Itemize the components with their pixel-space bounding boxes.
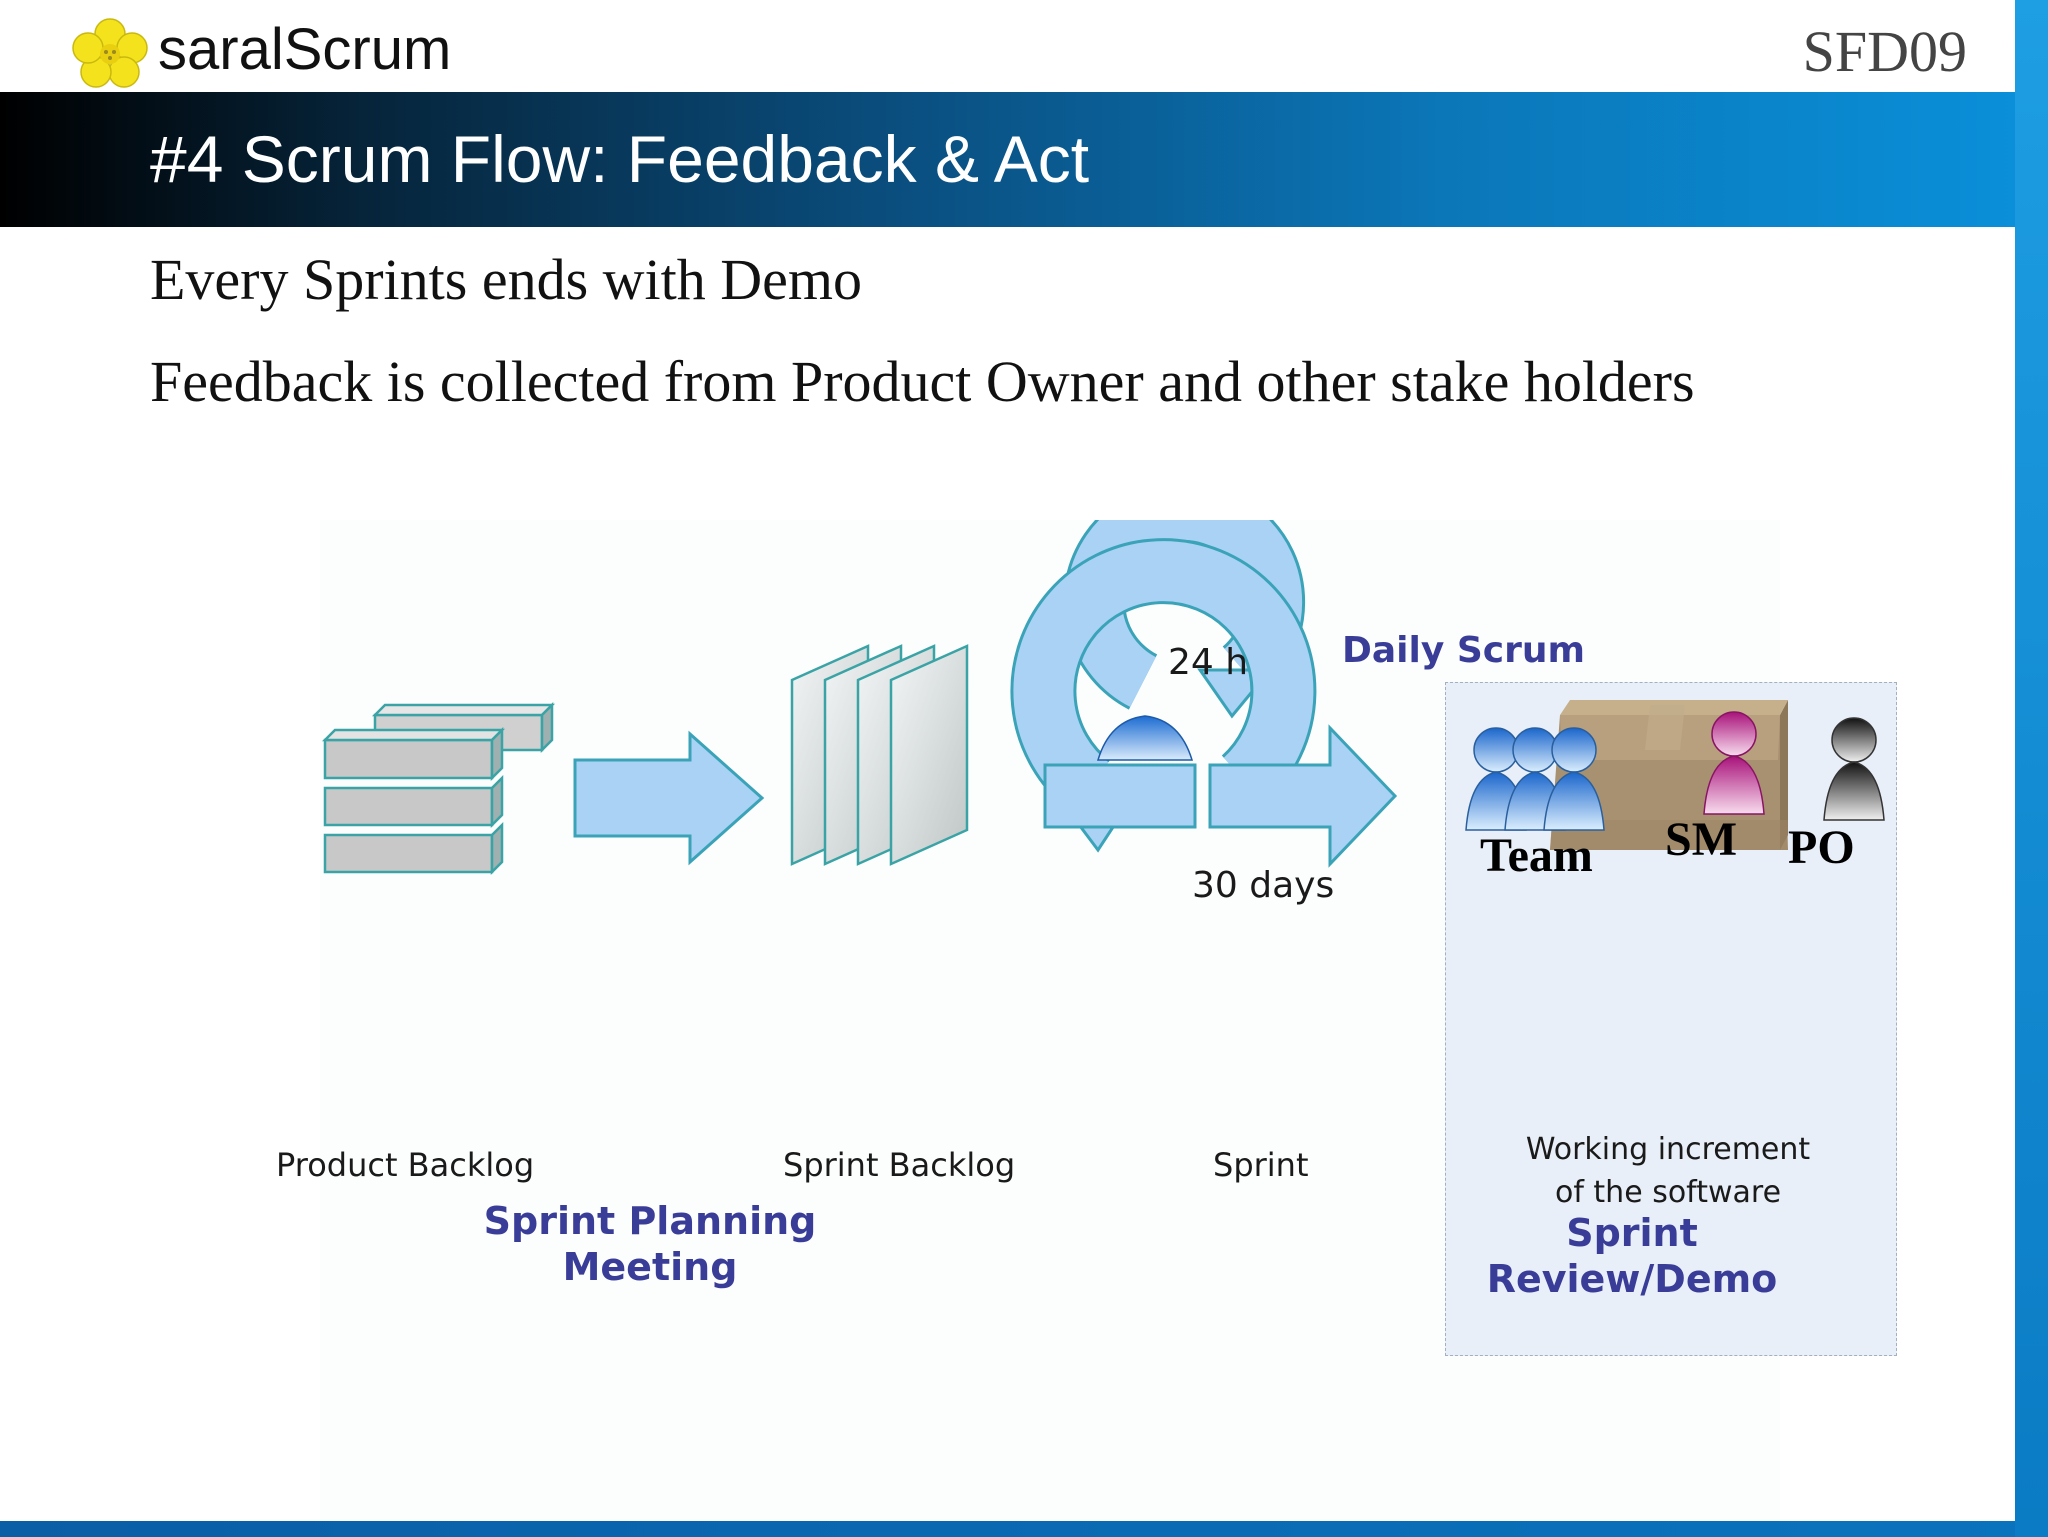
role-team: Team bbox=[1480, 829, 1593, 882]
bullet-feedback: Feedback is collected from Product Owner… bbox=[150, 349, 1695, 414]
role-product-owner: PO bbox=[1788, 821, 1855, 874]
top-bar: saralScrum SFD09 bbox=[0, 0, 2015, 92]
working-increment-line1: Working increment bbox=[1525, 1132, 1811, 1167]
sprint-planning-line2: Meeting bbox=[562, 1245, 738, 1289]
role-scrum-master: SM bbox=[1665, 813, 1737, 866]
sprint-planning-meeting-label: Sprint Planning Meeting bbox=[480, 1198, 820, 1290]
flow-arrow-sprint-icon bbox=[1043, 724, 1398, 868]
slide-code: SFD09 bbox=[1802, 19, 1967, 84]
brand-name: saralScrum bbox=[158, 17, 452, 82]
working-increment-line2: of the software bbox=[1554, 1175, 1782, 1210]
sprint-backlog-pages-icon bbox=[790, 644, 969, 866]
sprint-label: Sprint bbox=[1213, 1146, 1309, 1184]
team-people-icon bbox=[1465, 727, 1605, 831]
slide-title: #4 Scrum Flow: Feedback & Act bbox=[150, 122, 1090, 196]
sprint-backlog-label: Sprint Backlog bbox=[783, 1146, 1016, 1184]
title-band: #4 Scrum Flow: Feedback & Act bbox=[0, 92, 2015, 227]
flow-arrow-1-icon bbox=[573, 730, 765, 866]
product-owner-person-icon bbox=[1823, 717, 1885, 821]
daily-scrum-label: Daily Scrum bbox=[1342, 630, 1586, 671]
flower-logo-icon bbox=[72, 18, 148, 88]
bottom-accent-line bbox=[0, 1521, 2015, 1537]
roles-figures bbox=[1465, 711, 1885, 831]
scrum-flow-diagram: 24 h Daily Scrum 30 days Team SM PO Prod… bbox=[240, 520, 1940, 1520]
bullet-demo: Every Sprints ends with Demo bbox=[150, 247, 863, 312]
right-edge-rail bbox=[2015, 0, 2048, 1537]
product-backlog-stack-icon bbox=[321, 701, 556, 876]
sprint-review-demo-label: Sprint Review/Demo bbox=[1462, 1210, 1802, 1302]
sprint-review-line1: Sprint bbox=[1566, 1211, 1698, 1255]
daily-cycle-label: 24 h bbox=[1168, 642, 1249, 683]
working-increment-label: Working increment of the software bbox=[1498, 1128, 1838, 1214]
sprint-cycle-label: 30 days bbox=[1192, 865, 1335, 906]
team-people-icon bbox=[1096, 715, 1194, 761]
sprint-planning-line1: Sprint Planning bbox=[483, 1199, 817, 1243]
product-backlog-label: Product Backlog bbox=[276, 1146, 535, 1184]
sprint-review-line2: Review/Demo bbox=[1486, 1257, 1778, 1301]
diagram-graphics bbox=[321, 520, 1788, 876]
scrum-master-person-icon bbox=[1703, 711, 1765, 815]
